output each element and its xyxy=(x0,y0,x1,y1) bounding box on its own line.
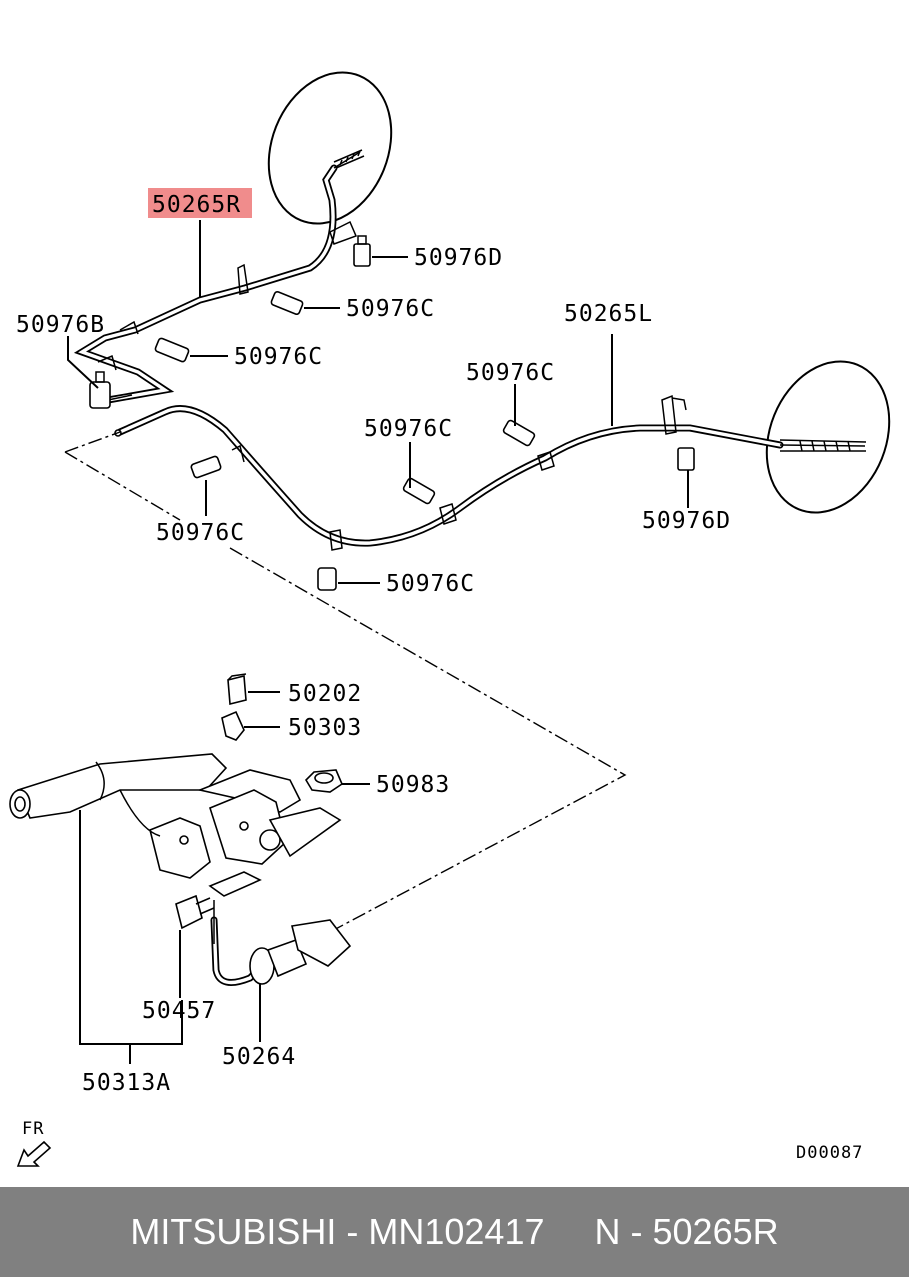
part-50303-clip xyxy=(221,710,245,741)
bolt-50976C-a xyxy=(270,290,304,316)
bolt-50976C-b xyxy=(154,337,190,363)
label-50457: 50457 xyxy=(142,998,216,1024)
label-50976C-e: 50976C xyxy=(156,520,245,546)
part-50264-front-cable xyxy=(210,900,352,986)
label-50976C-f: 50976C xyxy=(386,571,475,597)
bolt-50976D-right xyxy=(677,447,695,471)
label-50976D-top: 50976D xyxy=(414,245,503,271)
guide-line-left xyxy=(64,431,181,521)
label-50976C-a: 50976C xyxy=(346,296,435,322)
label-50202: 50202 xyxy=(288,681,362,707)
leader-lines xyxy=(67,220,689,1064)
label-50303: 50303 xyxy=(288,715,362,741)
bolt-50976B xyxy=(89,371,111,409)
label-50976B: 50976B xyxy=(16,312,105,338)
label-50976C-c: 50976C xyxy=(466,360,555,386)
fr-label: FR xyxy=(22,1119,44,1139)
parking-brake-lever-assembly xyxy=(9,753,342,897)
diagram-code: D00087 xyxy=(796,1143,863,1163)
label-50265L: 50265L xyxy=(564,301,653,327)
bolt-50976C-c xyxy=(502,419,536,447)
bolt-50976C-d xyxy=(402,477,436,505)
label-50264: 50264 xyxy=(222,1044,296,1070)
rear-brake-drum-left xyxy=(765,360,891,514)
label-50313A: 50313A xyxy=(82,1070,171,1096)
highlight-50265R xyxy=(148,188,252,218)
front-direction-arrow-icon: FR xyxy=(16,1119,52,1167)
parking-brake-cable-left xyxy=(114,394,867,551)
bolt-50976C-e xyxy=(190,455,222,479)
footer-text: MITSUBISHI - MN102417 N - 50265R xyxy=(130,1211,779,1252)
parking-brake-cable-right xyxy=(73,149,365,406)
label-50976C-d: 50976C xyxy=(364,416,453,442)
label-50976C-b: 50976C xyxy=(234,344,323,370)
part-number-footer: MITSUBISHI - MN102417 N - 50265R xyxy=(0,1187,909,1277)
rear-brake-drum-right xyxy=(267,71,393,225)
label-50976D-right: 50976D xyxy=(642,508,731,534)
label-50265R: 50265R xyxy=(152,192,241,218)
part-50983-nut xyxy=(304,769,343,793)
part-50457-switch xyxy=(175,894,215,930)
label-50983: 50983 xyxy=(376,772,450,798)
bolt-50976C-f xyxy=(317,567,337,591)
parts-diagram: 50265R 50976D 50976C 50976B 50976C 50265… xyxy=(9,71,891,1167)
part-50202-cap xyxy=(227,673,247,706)
guide-line-main xyxy=(229,547,627,933)
bolt-50976D-top xyxy=(353,235,371,267)
